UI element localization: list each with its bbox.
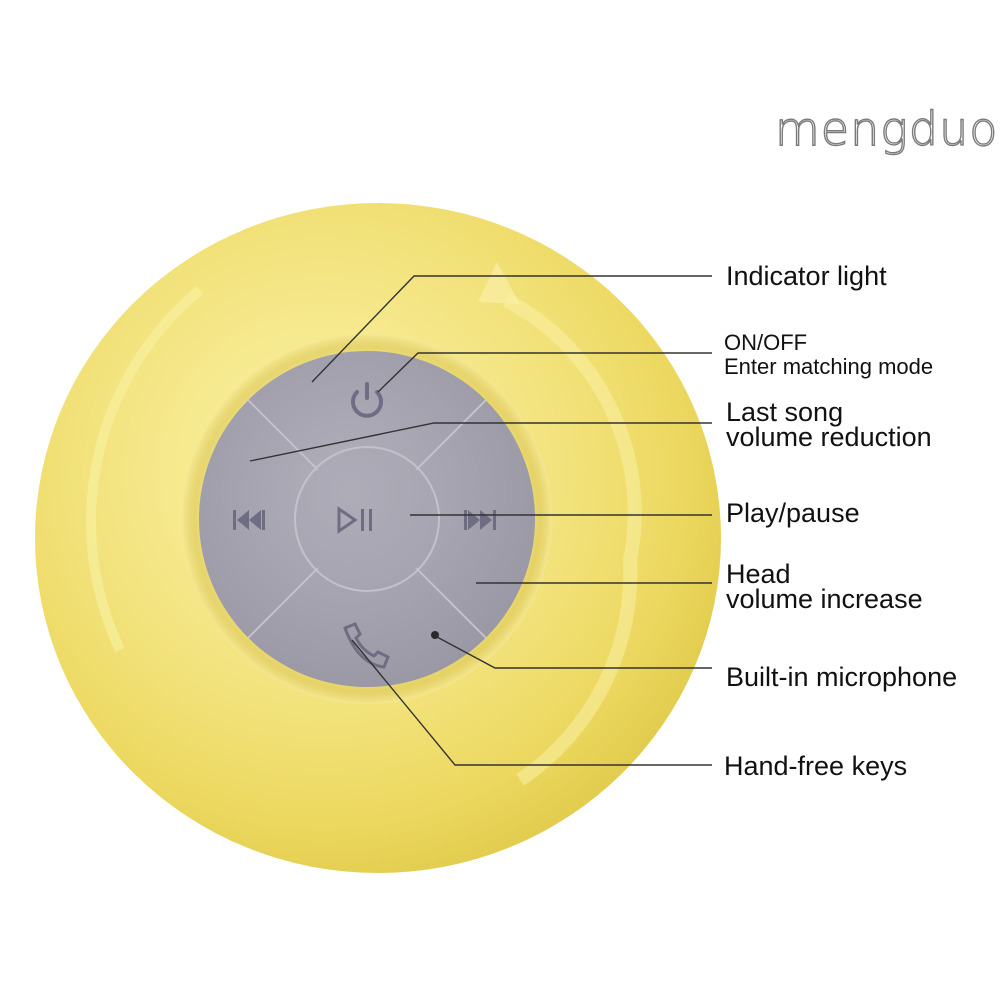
- label-indicator-light: Indicator light: [726, 261, 887, 291]
- label-volume-increase: volume increase: [726, 584, 923, 614]
- label-hand-free-keys: Hand-free keys: [724, 751, 907, 781]
- label-matching-mode: Enter matching mode: [724, 354, 933, 379]
- play-pause-button[interactable]: [297, 449, 437, 589]
- brand-logo: mengduo: [775, 102, 998, 156]
- label-play-pause: Play/pause: [726, 498, 860, 528]
- label-volume-reduction: volume reduction: [726, 422, 932, 452]
- label-built-in-microphone: Built-in microphone: [726, 662, 957, 692]
- label-on-off: ON/OFF: [724, 330, 807, 355]
